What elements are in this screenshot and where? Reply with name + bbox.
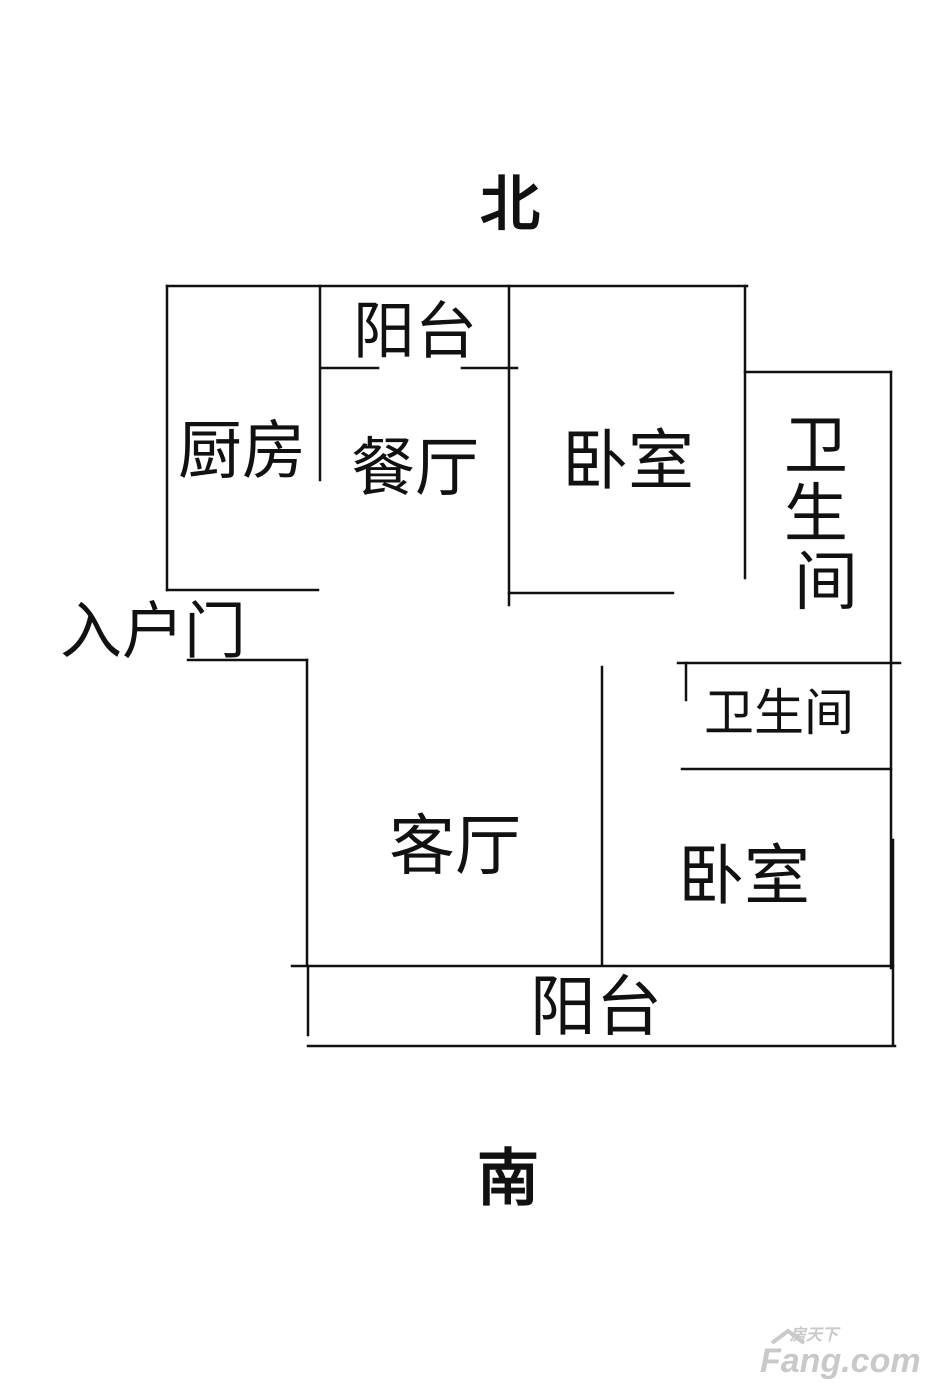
large-bathroom-char-3: 间 [794,546,858,620]
room-label-north-balcony: 阳台 [353,295,477,368]
walls [165,284,902,1048]
large-bathroom-char-1: 卫 [784,410,848,484]
room-label-south-balcony: 阳台 [530,969,662,1046]
watermark-top-text: 房天下 [789,1326,841,1344]
room-label-large-bathroom: 卫 生 间 [784,410,868,620]
room-label-bedroom-south: 卧室 [678,838,810,915]
room-label-small-bathroom: 卫生间 [704,684,854,742]
room-label-living: 客厅 [389,808,521,885]
room-label-dining: 餐厅 [351,432,479,506]
room-label-kitchen: 厨房 [178,415,306,489]
watermark-bottom-text: Fang.com [760,1342,921,1380]
compass-south: 南 [477,1142,539,1215]
large-bathroom-char-2: 生 [784,478,848,552]
room-label-entrance-door: 入户门 [60,595,246,668]
fang-watermark: 房天下 Fang.com [760,1326,921,1380]
room-label-bedroom-north: 卧室 [562,423,694,500]
compass-north: 北 [480,170,540,240]
house-logo-icon [770,1328,806,1345]
